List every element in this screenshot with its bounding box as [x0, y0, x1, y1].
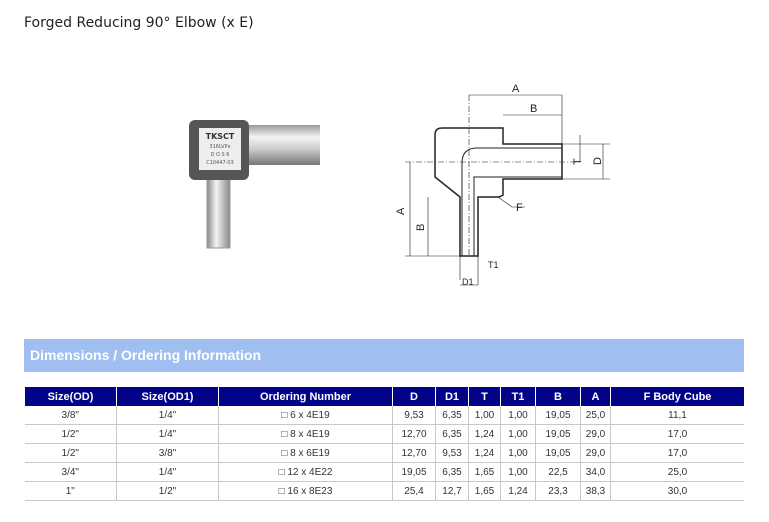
dim-label-d: D [592, 157, 604, 165]
column-header: Ordering Number [218, 387, 393, 406]
table-cell: 1,00 [500, 443, 536, 463]
ordering-number-cell: □ 8 x 6E19 [218, 443, 393, 463]
elbow-product-photo: TKSCT 316LVPx D O S 6 C10447-03 [189, 120, 320, 249]
table-cell: 6,35 [435, 406, 469, 425]
table-cell: 23,3 [535, 481, 581, 501]
section-header: Dimensions / Ordering Information [24, 339, 744, 372]
table-cell: 1,00 [500, 462, 536, 482]
column-header: D [392, 387, 436, 406]
dimension-drawing: A B F A B T D T1 D1 [395, 83, 610, 287]
column-header: Size(OD) [24, 387, 117, 406]
table-cell: 25,0 [610, 462, 744, 482]
column-header: T [468, 387, 501, 406]
table-cell: 1/2" [116, 481, 219, 501]
ordering-number-cell: □ 16 x 8E23 [218, 481, 393, 501]
table-cell: 25,0 [580, 406, 611, 425]
dim-label-b-top: B [530, 103, 537, 115]
table-cell: 17,0 [610, 424, 744, 444]
table-cell: 1,24 [468, 424, 501, 444]
table-cell: 1/4" [116, 424, 219, 444]
table-cell: 3/8" [24, 406, 117, 425]
table-cell: 29,0 [580, 443, 611, 463]
dim-label-f: F [516, 202, 523, 214]
dim-label-a-top: A [512, 83, 520, 95]
column-header: Size(OD1) [116, 387, 219, 406]
table-cell: 22,5 [535, 462, 581, 482]
table-cell: 12,70 [392, 424, 436, 444]
table-cell: 3/8" [116, 443, 219, 463]
table-cell: 25,4 [392, 481, 436, 501]
ordering-number-cell: □ 6 x 4E19 [218, 406, 393, 425]
svg-text:C10447-03: C10447-03 [206, 160, 234, 166]
table-cell: 1/4" [116, 406, 219, 425]
table-cell: 1,24 [500, 481, 536, 501]
svg-text:316LVPx: 316LVPx [209, 144, 230, 150]
table-cell: 1,00 [500, 424, 536, 444]
page-title: Forged Reducing 90° Elbow (x E) [24, 15, 254, 31]
dim-label-a-left: A [395, 207, 407, 215]
table-cell: 38,3 [580, 481, 611, 501]
table-cell: 11,1 [610, 406, 744, 425]
table-cell: 1,00 [500, 406, 536, 425]
dim-label-b-left: B [415, 224, 427, 231]
table-cell: 9,53 [392, 406, 436, 425]
table-cell: 12,70 [392, 443, 436, 463]
column-header: D1 [435, 387, 469, 406]
table-cell: 30,0 [610, 481, 744, 501]
table-cell: 19,05 [392, 462, 436, 482]
table-cell: 1,00 [468, 406, 501, 425]
table-cell: 1,24 [468, 443, 501, 463]
table-cell: 1" [24, 481, 117, 501]
table-cell: 1,65 [468, 481, 501, 501]
dim-label-d1: D1 [462, 277, 474, 287]
column-header: F Body Cube [610, 387, 744, 406]
table-cell: 19,05 [535, 443, 581, 463]
table-cell: 29,0 [580, 424, 611, 444]
table-cell: 12,7 [435, 481, 469, 501]
column-header: B [535, 387, 581, 406]
table-cell: 6,35 [435, 424, 469, 444]
table-cell: 17,0 [610, 443, 744, 463]
table-cell: 19,05 [535, 406, 581, 425]
table-cell: 6,35 [435, 462, 469, 482]
column-header: A [580, 387, 611, 406]
dim-label-t1: T1 [488, 260, 499, 270]
ordering-number-cell: □ 8 x 4E19 [218, 424, 393, 444]
ordering-number-cell: □ 12 x 4E22 [218, 462, 393, 482]
photo-brand-text: TKSCT [206, 132, 235, 141]
column-header: T1 [500, 387, 536, 406]
dim-label-t: T [572, 158, 584, 165]
svg-text:D O S 6: D O S 6 [211, 152, 230, 158]
table-cell: 1/2" [24, 443, 117, 463]
table-cell: 1/4" [116, 462, 219, 482]
table-cell: 1/2" [24, 424, 117, 444]
table-cell: 34,0 [580, 462, 611, 482]
table-cell: 19,05 [535, 424, 581, 444]
table-cell: 9,53 [435, 443, 469, 463]
table-cell: 1,65 [468, 462, 501, 482]
table-cell: 3/4" [24, 462, 117, 482]
